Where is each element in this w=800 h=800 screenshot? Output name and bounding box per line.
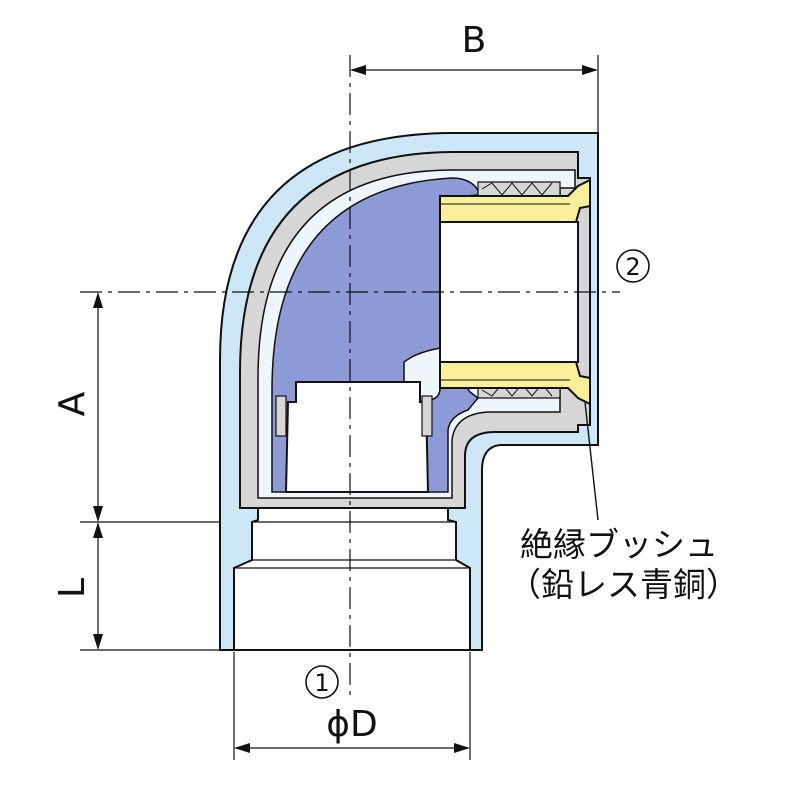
- dim-l-label: L: [52, 578, 93, 598]
- bore-insert-left: [275, 395, 287, 437]
- dim-d-arrow-left: [234, 743, 250, 753]
- bottom-bore: [284, 381, 430, 493]
- thread-zigzag-top: [481, 182, 553, 196]
- bottom-socket: [233, 507, 471, 651]
- bushing-bottom: [439, 361, 591, 406]
- bushing-note-line1: 絶縁ブッシュ: [520, 525, 718, 564]
- bushing-top: [439, 178, 591, 223]
- port-2-label: 2: [625, 253, 640, 281]
- dim-b-arrow-left: [350, 65, 366, 75]
- dim-b-arrow-right: [582, 65, 598, 75]
- dim-l-arrow-bottom: [93, 634, 103, 650]
- dim-b-label: B: [462, 20, 487, 61]
- bushing-leader-line: [584, 401, 599, 521]
- dim-d-label: ϕD: [326, 704, 377, 745]
- bore-insert-right: [421, 395, 433, 437]
- port-1-label: 1: [314, 669, 329, 697]
- dim-a-arrow-bottom: [93, 506, 103, 522]
- port-2-circle: [616, 249, 650, 283]
- bushing-note-line2: （鉛レス青銅）: [508, 565, 739, 604]
- port-1-circle: [305, 665, 339, 699]
- dim-l-arrow-top: [93, 522, 103, 538]
- dim-a-arrow-top: [93, 292, 103, 308]
- dim-d-arrow-right: [454, 743, 470, 753]
- dim-a-label: A: [52, 391, 93, 416]
